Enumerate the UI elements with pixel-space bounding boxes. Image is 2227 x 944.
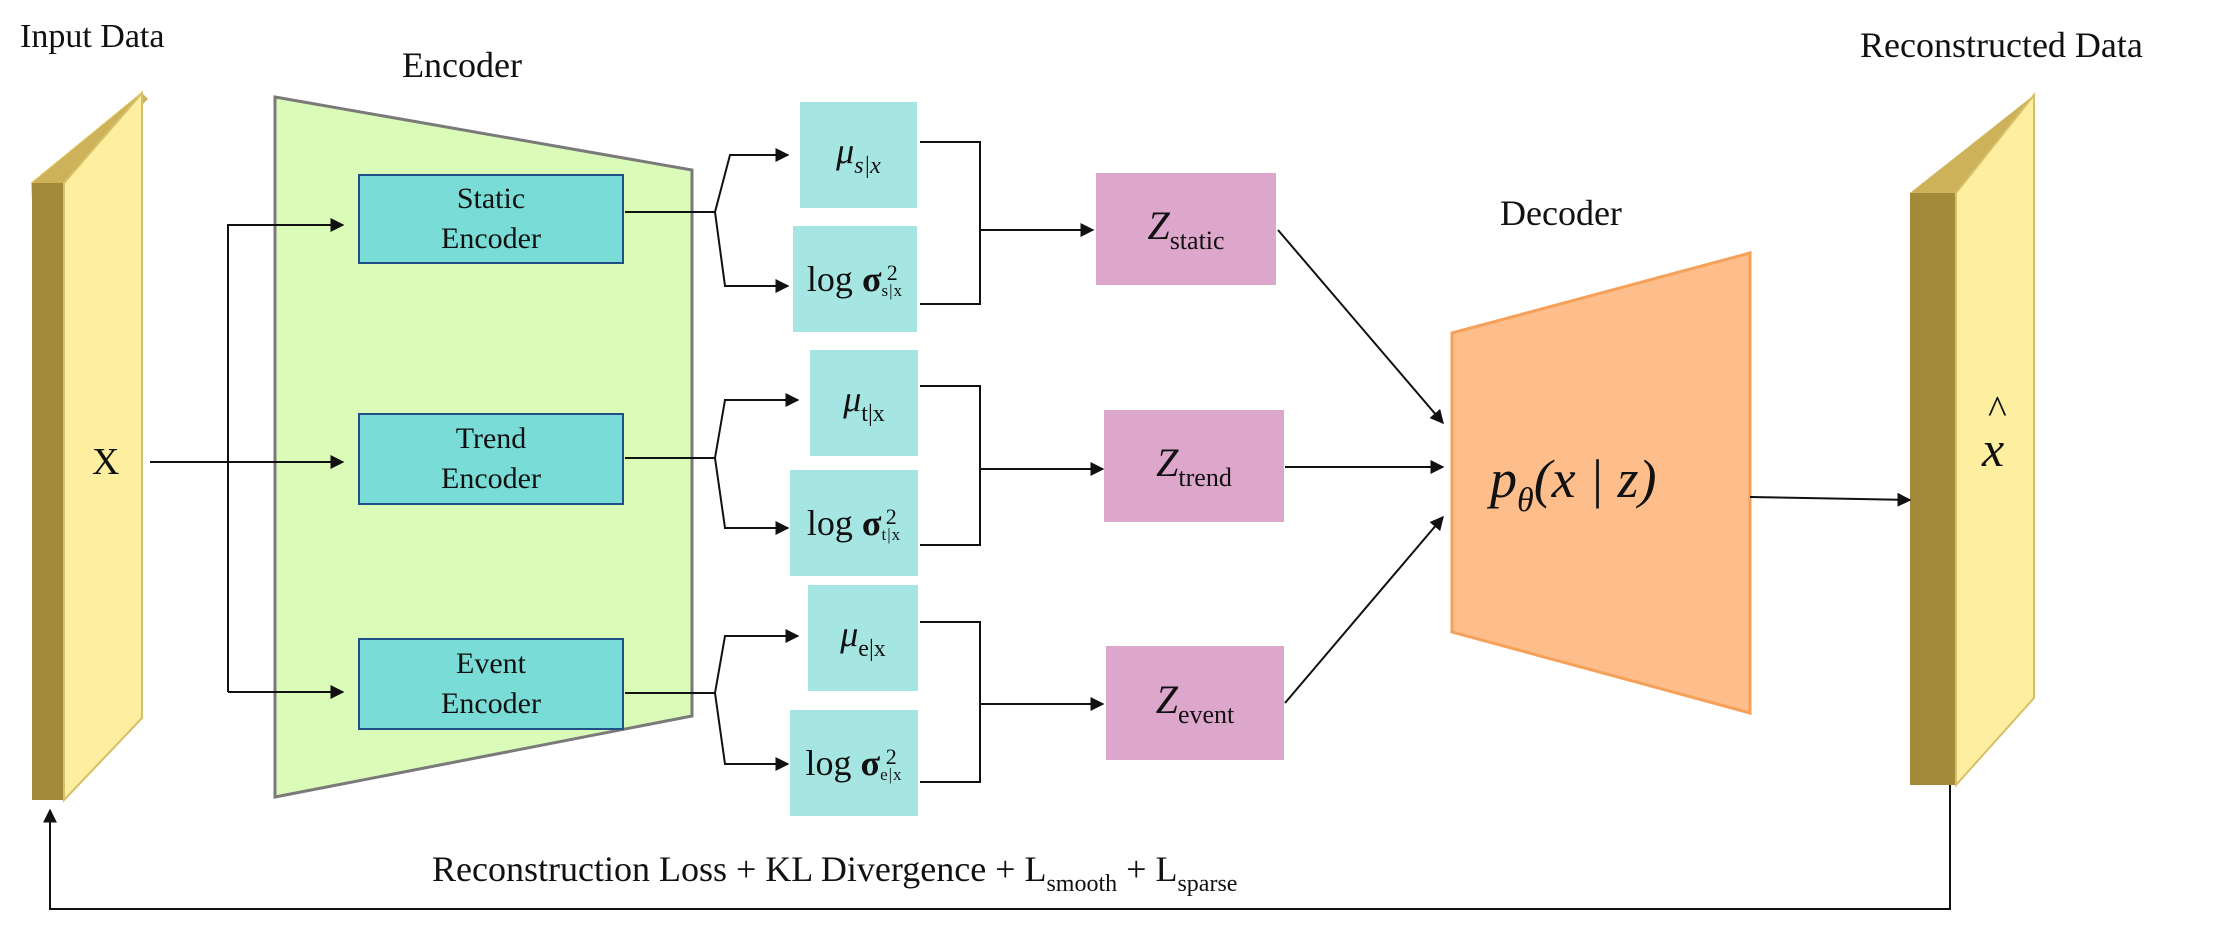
- decoder-trapezoid: [1450, 251, 1752, 715]
- event-encoder-line2: Encoder: [441, 687, 541, 720]
- event-encoder-line1: Event: [456, 647, 526, 680]
- static-encoder-line1: Static: [456, 182, 526, 215]
- event-encoder-block: Event Encoder: [358, 638, 624, 730]
- reconstructed-data-bar: [1910, 92, 2035, 788]
- loss-label: Reconstruction Loss + KL Divergence + Ls…: [432, 849, 1238, 897]
- trend-encoder-line1: Trend: [455, 422, 527, 455]
- z-to-decoder-arrows: [1277, 229, 1445, 704]
- mu-static-box: μs|x: [800, 102, 917, 208]
- trend-encoder-block: Trend Encoder: [358, 413, 624, 505]
- mu-trend-box: μt|x: [810, 350, 918, 456]
- z-trend-box: Ztrend: [1104, 410, 1284, 522]
- encoder-title: Encoder: [402, 45, 522, 85]
- encoder-to-latent-arrows: [625, 148, 800, 771]
- z-event-box: Zevent: [1106, 646, 1284, 760]
- hat-accent: ^: [1988, 387, 2007, 432]
- output-symbol: x ^: [1982, 387, 2007, 478]
- decoder-title: Decoder: [1500, 193, 1622, 233]
- static-encoder-line2: Encoder: [441, 222, 541, 255]
- reconstructed-data-title: Reconstructed Data: [1860, 25, 2143, 65]
- decoder-to-output-arrow: [1749, 492, 1912, 507]
- input-data-bar: [30, 90, 148, 803]
- input-arrows: [150, 218, 345, 699]
- input-data-title: Input Data: [20, 18, 165, 55]
- x-hat-letter: x: [1982, 421, 2005, 477]
- latent-merge-arrows: [920, 141, 1105, 783]
- input-symbol: X: [92, 441, 120, 483]
- static-encoder-block: Static Encoder: [358, 174, 624, 264]
- mu-event-box: μe|x: [808, 585, 918, 691]
- trend-encoder-line2: Encoder: [441, 462, 541, 495]
- z-static-box: Zstatic: [1096, 173, 1276, 285]
- decoder-likelihood-expression: pθ(x | z): [1490, 449, 1657, 519]
- loss-feedback-arrow: [43, 785, 1951, 910]
